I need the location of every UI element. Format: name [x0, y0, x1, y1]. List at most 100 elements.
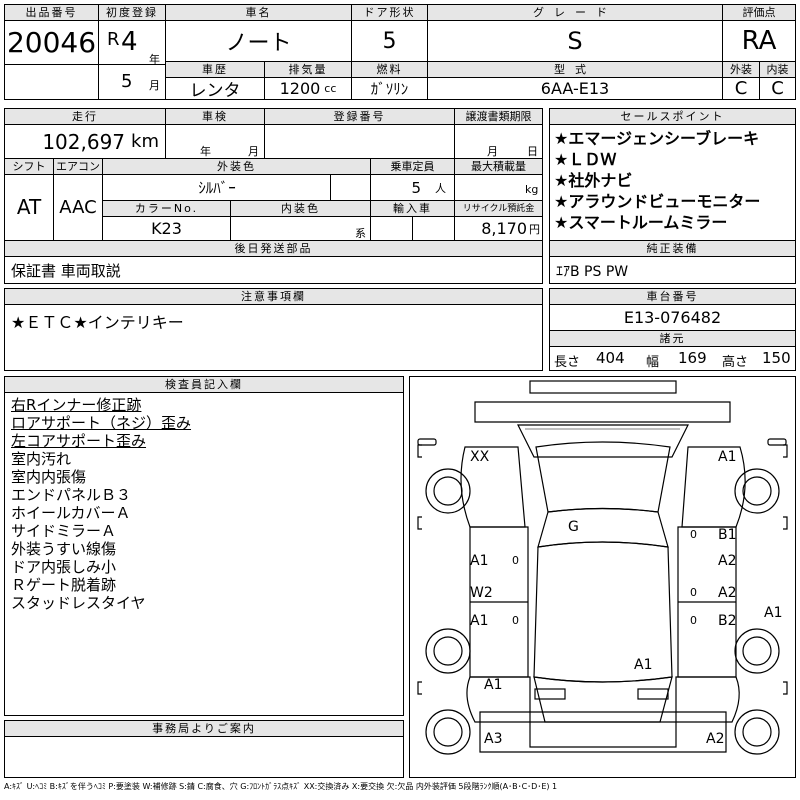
dims-label: 諸元 [550, 331, 795, 347]
era: R [107, 29, 120, 50]
displacement-label: 排気量 [265, 62, 351, 78]
model-label: 型式 [428, 62, 722, 78]
inspector-item: 室内内張傷 [11, 468, 87, 486]
damage-mark: A2 [706, 731, 725, 747]
history-label: 車歴 [166, 62, 264, 78]
fuel-label: 燃料 [352, 62, 427, 78]
equipment-value: ｴｱB PS PW [556, 264, 629, 280]
lot-number: 20046 [5, 21, 98, 65]
exterior-box: 外装 C [722, 61, 760, 100]
length-label: 長さ [554, 355, 581, 370]
colorno-box: カラーNo. K23 [102, 200, 231, 241]
month-unit: 月 [149, 79, 160, 92]
length-value: 404 [596, 349, 625, 367]
notes-label: 注意事項欄 [5, 289, 542, 305]
load-label: 最大積載量 [455, 159, 542, 175]
notes-value: ★ＥＴＣ★インテリキー [11, 313, 184, 332]
recycle-box: リサイクル預託金 8,170 円 [454, 200, 543, 241]
fuel-box: 燃料 ｶﾞｿﾘﾝ [351, 61, 428, 100]
displacement-value: 1200 [279, 79, 321, 98]
inspector-item: 右Rインナー修正跡 [11, 396, 142, 414]
year-unit: 年 [149, 53, 160, 66]
height-label: 高さ [722, 355, 749, 370]
displacement-box: 排気量 1200 cc [264, 61, 352, 100]
grade-value: S [567, 27, 583, 55]
colorno-label: カラーNo. [103, 201, 230, 217]
car-outline [417, 380, 788, 755]
shift-box: シフト AT [4, 158, 54, 241]
inspector-item: 外装うすい線傷 [11, 540, 117, 558]
capacity-value: 5 [411, 178, 421, 197]
damage-mark: G [568, 519, 579, 535]
color-value: ｼﾙﾊﾞｰ [198, 179, 236, 197]
reg-month: 5 [121, 71, 133, 92]
damage-mark: A1 [484, 677, 503, 693]
ac-label: エアコン [54, 159, 102, 175]
displacement-unit: cc [324, 82, 337, 95]
recycle-label: リサイクル預託金 [455, 201, 542, 217]
mileage-value: 102,697 [42, 129, 126, 154]
ac-value: AAC [59, 196, 97, 218]
intcolor-box: 内装色 系 [230, 200, 371, 241]
shift-value: AT [16, 195, 42, 219]
door-box: ドア形状 5 [351, 4, 428, 62]
damage-mark: A1 [764, 605, 783, 621]
capacity-label: 乗車定員 [371, 159, 454, 175]
interior-box: 内装 C [759, 61, 796, 100]
grade-label: グレード [428, 5, 722, 21]
inspector-item: 左コアサポート歪み [11, 432, 147, 450]
zero-mark: 0 [690, 528, 697, 541]
later-parts-value: 保証書 車両取説 [11, 262, 121, 280]
office-box: 事務局よりご案内 [4, 720, 404, 778]
width-label: 幅 [646, 355, 660, 370]
inspector-box: 検査員記入欄 右Rインナー修正跡ロアサポート（ネジ）歪み左コアサポート歪み室内汚… [4, 376, 404, 716]
color-box: 外装色 ｼﾙﾊﾞｰ [102, 158, 371, 201]
sales-point: ★アラウンドビューモニター [554, 192, 761, 211]
zero-mark: 0 [512, 614, 519, 627]
import-label: 輸入車 [371, 201, 454, 217]
inspection-month-unit: 月 [248, 145, 259, 158]
inspector-item: ホイールカバーＡ [11, 504, 131, 522]
colorno-value: K23 [151, 219, 182, 238]
score-value: RA [741, 26, 777, 56]
office-label: 事務局よりご案内 [5, 721, 403, 737]
damage-mark: A2 [718, 585, 737, 601]
exterior-value: C [734, 78, 748, 99]
grade-box: グレード S [427, 4, 723, 62]
sales-point: ★スマートルームミラー [554, 213, 728, 232]
zero-mark: 0 [690, 614, 697, 627]
inspector-list: 右Rインナー修正跡ロアサポート（ネジ）歪み左コアサポート歪み室内汚れ室内内張傷エ… [5, 393, 403, 612]
interior-value: C [771, 78, 784, 99]
legend-text: A:ｷｽﾞ U:ﾍｺﾐ B:ｷｽﾞを伴うﾍｺﾐ P:要塗装 W:補修跡 S:錆 … [4, 782, 558, 791]
load-box: 最大積載量 kg [454, 158, 543, 201]
door-label: ドア形状 [352, 5, 427, 21]
sales-points-box: セールスポイント ★エマージェンシーブレーキ ★ＬＤＷ ★社外ナビ ★アラウンド… [549, 108, 796, 241]
history-value: レンタ [189, 81, 241, 101]
later-parts-box: 後日発送部品 保証書 車両取説 [4, 240, 543, 284]
chassis-box: 車台番号 E13-076482 諸元 長さ 404 幅 169 高さ 150 [549, 288, 796, 371]
mileage-label: 走行 [5, 109, 165, 125]
inspector-item: 室内汚れ [11, 450, 72, 468]
chassis-value: E13-076482 [550, 305, 795, 331]
transfer-month-unit: 月 [487, 145, 498, 158]
intcolor-unit: 系 [355, 227, 366, 240]
score-box: 評価点 RA [722, 4, 796, 62]
ac-box: エアコン AAC [53, 158, 103, 241]
inspector-item: Ｒゲート脱着跡 [11, 576, 117, 594]
import-box: 輸入車 [370, 200, 455, 241]
zero-mark: 0 [512, 554, 519, 567]
transfer-day-unit: 日 [527, 145, 538, 158]
first-registration-label: 初度登録 [99, 5, 165, 21]
transfer-box: 譲渡書類期限 月 日 [454, 108, 543, 159]
score-label: 評価点 [723, 5, 795, 21]
inspection-label: 車検 [166, 109, 264, 125]
inspection-box: 車検 年 月 [165, 108, 265, 159]
recycle-unit: 円 [529, 222, 540, 236]
lot-label: 出品番号 [5, 5, 98, 21]
interior-label: 内装 [760, 62, 795, 78]
damage-mark: A1 [470, 613, 489, 629]
vehicle-diagram: XX A1 G A1 B1 A2 W2 A1 A2 B2 A1 A1 A1 A3… [409, 376, 796, 778]
damage-mark: B1 [718, 527, 737, 543]
fuel-value: ｶﾞｿﾘﾝ [370, 80, 409, 98]
reg-year: 4 [121, 27, 138, 57]
